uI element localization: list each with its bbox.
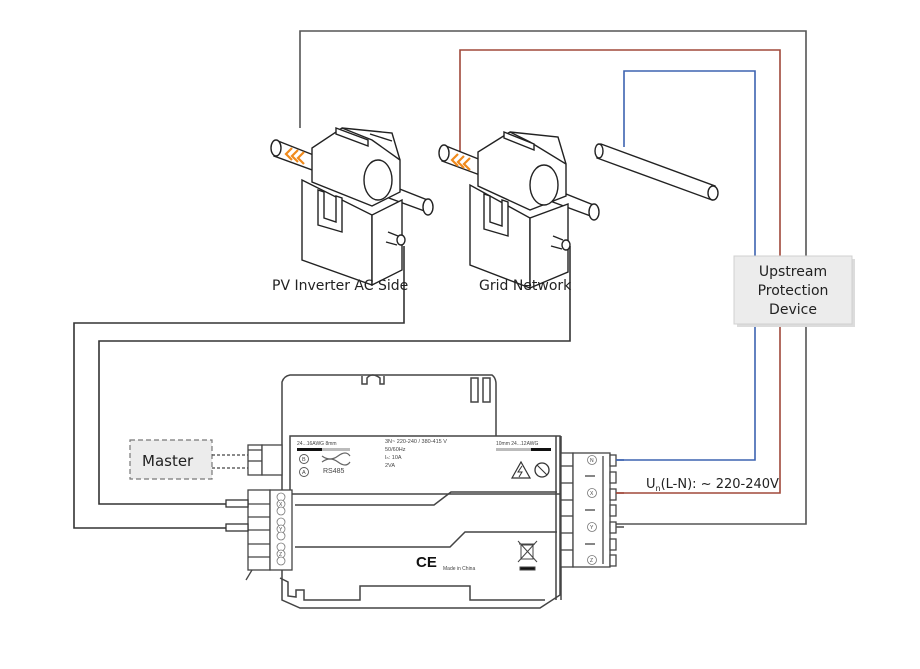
rs485-connector: [247, 444, 283, 476]
spec-frequency: 50/60Hz: [385, 447, 406, 453]
wire-blue-neutral: [576, 70, 756, 461]
voltage-input-terminal-block: [560, 452, 617, 568]
wire-ct-grid: [98, 246, 571, 505]
voltage-prefix: U: [646, 477, 656, 492]
ct-clamp-grid: [438, 130, 600, 290]
spec-power: 2VA: [385, 463, 395, 469]
left-wire-spec: 24...16AWG 8mm: [297, 441, 337, 447]
upstream-label-line2: Protection: [758, 283, 829, 299]
wire-red-line: [459, 49, 781, 494]
no-3phase-icon: [534, 462, 550, 478]
right-term-x: X: [590, 491, 594, 497]
left-terminal-markers: [276, 492, 286, 566]
spec-current: Iₙ: 10A: [385, 455, 402, 461]
ct-grid-ferrule: [225, 523, 249, 532]
rs485-label: RS485: [323, 468, 345, 475]
terminal-a-label: A: [302, 470, 306, 476]
flow-arrow-grid-icon: [450, 153, 471, 171]
spec-voltage: 3N~ 220-240 / 380-415 V: [385, 439, 447, 445]
made-in-label: Made in China: [443, 566, 475, 572]
ct-clamp-pv: [270, 126, 434, 287]
ct-pv-ferrule: [225, 499, 249, 508]
pv-inverter-label: PV Inverter AC Side: [272, 278, 408, 294]
left-term-x: X: [279, 502, 283, 508]
right-wire-spec: 10mm 24...12AWG: [496, 441, 538, 447]
neutral-cable: [594, 143, 719, 201]
twisted-pair-icon: [321, 452, 351, 466]
left-term-z: Z: [279, 552, 282, 558]
flow-arrow-pv-icon: [284, 147, 305, 165]
right-term-y: Y: [590, 525, 594, 531]
electrical-hazard-icon: [510, 460, 532, 479]
energy-meter: [279, 374, 562, 609]
wire-strip-gauge-left: [297, 448, 322, 451]
wire-ct-pv: [73, 246, 405, 529]
voltage-subscript: n: [656, 484, 661, 493]
wire-strip-gauge-right: [496, 448, 531, 451]
terminal-b-label: B: [302, 457, 306, 463]
right-term-n: N: [590, 458, 594, 464]
upstream-label-line3: Device: [769, 302, 817, 318]
voltage-rating-label: Un(L-N): ~ 220-240V: [646, 477, 779, 493]
master-device: Master: [129, 439, 248, 480]
weee-bin-icon: [517, 540, 538, 571]
ce-mark: CE: [416, 554, 437, 571]
upstream-label-line1: Upstream: [759, 264, 827, 280]
wire-black-load: [299, 30, 807, 525]
left-term-y: Y: [279, 527, 283, 533]
right-terminal-markers: [587, 455, 597, 565]
voltage-suffix: (L-N): ~ 220-240V: [661, 477, 779, 492]
right-term-z: Z: [590, 558, 593, 564]
upstream-protection-device: Upstream Protection Device: [733, 255, 855, 327]
rs485-terminal-labels: B A: [299, 454, 309, 477]
grid-network-label: Grid Network: [479, 278, 572, 294]
master-label: Master: [142, 452, 194, 470]
